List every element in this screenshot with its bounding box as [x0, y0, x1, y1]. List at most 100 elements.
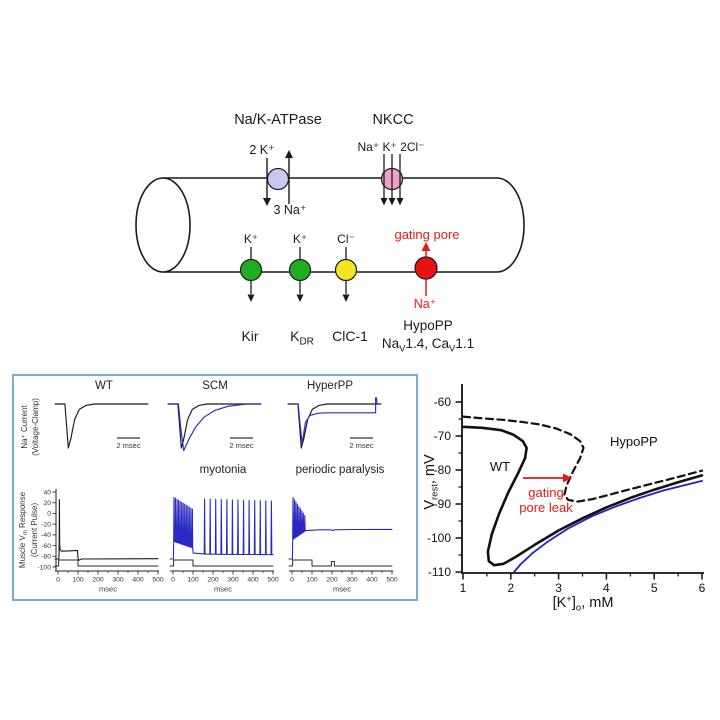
hypopp-channels-label: NaV1.4, CaV1.1 [382, 336, 474, 355]
tick-label: 200 [207, 577, 219, 584]
x-axis-label: msec [333, 585, 351, 594]
nav-sub: V [399, 344, 406, 355]
tick-label: -80 [434, 463, 452, 477]
nav-base: Na [382, 336, 400, 351]
panel-title: SCM [202, 380, 228, 392]
vrest-xlabel-p2: ] [572, 595, 576, 611]
kir-ion-label: K⁺ [244, 232, 258, 246]
series-nernst [513, 480, 703, 573]
kdr-name-label: KDR [290, 328, 314, 348]
kir-arrowhead-icon [247, 294, 255, 302]
gating-pore-arrowhead-icon [421, 242, 431, 251]
vrest-xlabel-sup: + [566, 594, 572, 605]
tick-label: 400 [366, 577, 378, 584]
clc-name-label: ClC-1 [332, 328, 368, 344]
tick-label: 0 [171, 577, 175, 584]
series-wt [461, 425, 704, 567]
tick-label: 100 [72, 577, 84, 584]
x-axis-label: msec [214, 585, 232, 594]
panel-title: HyperPP [307, 380, 353, 392]
tick-label: -110 [428, 565, 451, 579]
vm-trace [169, 496, 274, 560]
wt-curve-label: WT [490, 459, 510, 474]
kdr-sub: DR [299, 337, 313, 348]
gating-pore-channel-icon [414, 256, 438, 280]
panel-title: WT [95, 380, 113, 392]
hypopp-curve-label: HypoPP [610, 434, 658, 449]
tick-label: -60 [434, 395, 452, 409]
muscle-fiber-cylinder [163, 177, 525, 273]
tick-label: -70 [434, 429, 452, 443]
tick-label: 400 [132, 577, 144, 584]
tick-label: 200 [92, 577, 104, 584]
x-axis-label: msec [99, 585, 117, 594]
na-trace [287, 397, 382, 445]
leak-label-line2: pore leak [519, 500, 573, 515]
vrest-xlabel: [K+]o, mM [553, 594, 614, 614]
nkcc-ions-label: Na⁺ K⁺ 2Cl⁻ [357, 140, 424, 154]
leak-label-line1: gating [528, 485, 563, 500]
pump-in-label: 2 K⁺ [249, 143, 274, 157]
pulse-trace [169, 559, 274, 567]
kdr-channel-icon [288, 258, 312, 282]
vrest-ylabel-sub: rest [430, 484, 441, 500]
gating-pore-label: gating pore [394, 227, 459, 242]
clc-ion-label: Cl⁻ [337, 232, 355, 246]
hypopp-label: HypoPP [403, 318, 453, 333]
tick-label: 2 [507, 581, 514, 595]
series-hypopp [461, 415, 704, 503]
na-k-atpase-icon [266, 167, 290, 191]
tick-label: 0 [56, 577, 60, 584]
tick-label: -20 [41, 521, 51, 528]
pump-label: Na/K-ATPase [234, 112, 322, 128]
tick-label: 200 [326, 577, 338, 584]
na-ylabel-line2: (Voltage-Clamp) [31, 398, 40, 456]
vm-ylabel-sub: m [23, 530, 29, 535]
tick-label: -90 [434, 497, 452, 511]
tick-label: 100 [306, 577, 318, 584]
pump-k-arrowhead-icon [263, 198, 271, 206]
pump-out-label: 3 Na⁺ [273, 203, 306, 217]
gating-ion-label: Na⁺ [414, 297, 437, 311]
kir-channel-icon [239, 258, 263, 282]
tick-label: 6 [699, 581, 706, 595]
electrophysiology-panel: Na⁺ Current (Voltage-Clamp) Muscle Vm Re… [12, 374, 418, 601]
na-trace [167, 403, 262, 449]
tick-label: 500 [152, 577, 164, 584]
tick-label: 300 [346, 577, 358, 584]
vm-ylabel-p2: Response [18, 491, 27, 530]
nkcc-label: NKCC [372, 112, 413, 128]
vm-ylabel-line2: (Current Pulse) [30, 503, 39, 558]
tick-label: 0 [290, 577, 294, 584]
tick-label: 3 [555, 581, 562, 595]
kir-name-label: Kir [241, 328, 258, 344]
na-trace [54, 403, 149, 449]
tick-label: -100 [427, 531, 451, 545]
na-ylabel-line1: Na⁺ Current [20, 405, 29, 449]
tick-label: -60 [41, 543, 51, 550]
pulse-trace [54, 559, 159, 567]
clc-arrowhead-icon [342, 294, 350, 302]
pulse-trace [288, 559, 393, 567]
tick-label: 300 [227, 577, 239, 584]
cav-base: 1.4, Ca [405, 336, 449, 351]
vrest-xlabel-p3: , mM [581, 595, 613, 611]
tick-label: 40 [43, 489, 51, 496]
leak-arrowhead-icon [563, 473, 572, 483]
nkcc-arrowhead-icon [388, 198, 396, 206]
vm-ylabel-line1: Muscle Vm Response [18, 491, 29, 568]
tick-label: 4 [603, 581, 610, 595]
tick-label: 300 [112, 577, 124, 584]
scalebar-label: 2 msec [229, 441, 253, 450]
tick-label: 100 [187, 577, 199, 584]
tick-label: 500 [267, 577, 279, 584]
vm-trace [288, 496, 393, 560]
clc1-channel-icon [334, 258, 358, 282]
muscle-fiber-left-cap [135, 177, 191, 273]
kdr-ion-label: K⁺ [293, 232, 307, 246]
